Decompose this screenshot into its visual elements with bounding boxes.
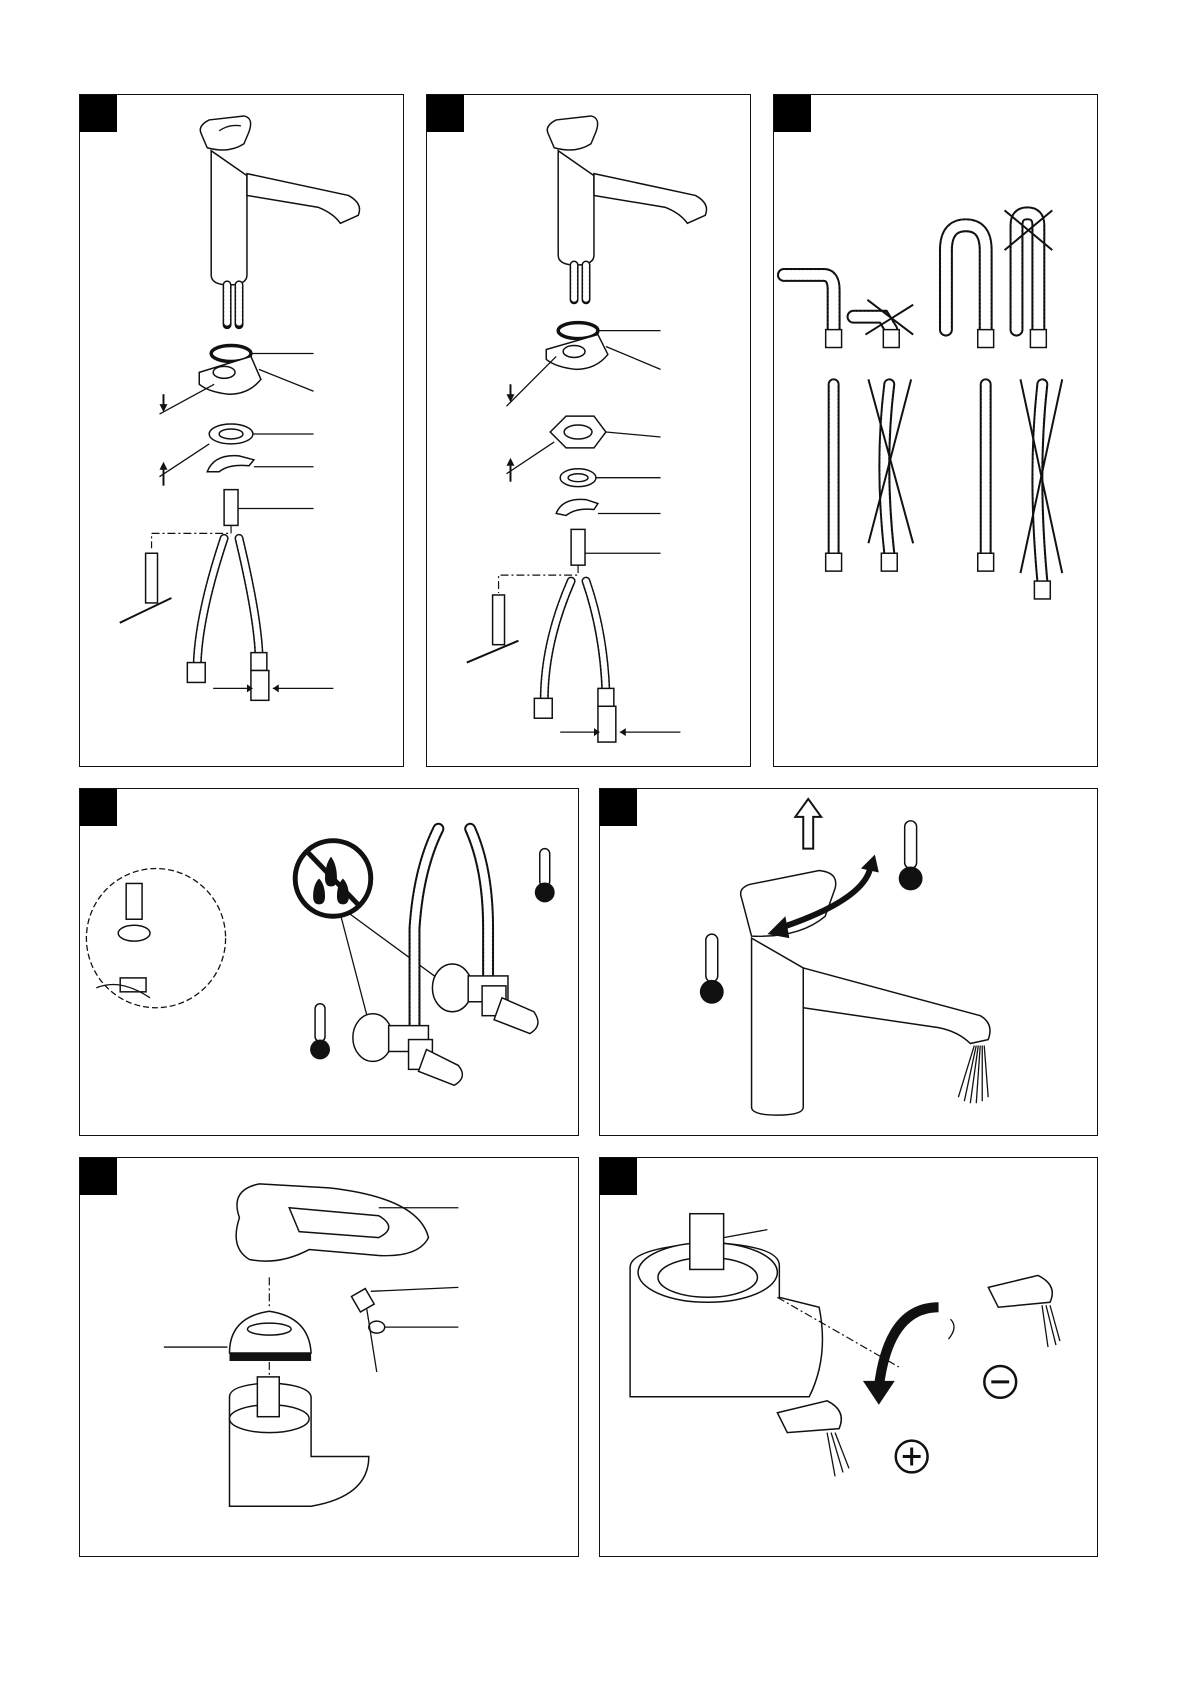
- panel-supply-connection: [79, 788, 579, 1136]
- supply-connection-drawing: [80, 789, 578, 1135]
- minus-icon: [984, 1366, 1016, 1398]
- panel-exploded-view-2: [426, 94, 751, 767]
- panel-lever-removal: [79, 1157, 579, 1557]
- thermometer-icon: [899, 821, 923, 891]
- panel-hose-guidance: [773, 94, 1098, 767]
- thermometer-icon: [700, 934, 724, 1004]
- thermometer-icon: [310, 1004, 330, 1060]
- thermometer-icon: [535, 849, 555, 903]
- exploded-view-2-drawing: [427, 95, 750, 766]
- exploded-view-1-drawing: [80, 95, 403, 766]
- panel-lever-operation: [599, 788, 1098, 1136]
- water-spray: [958, 1046, 988, 1104]
- hose-guidance-drawing: [774, 95, 1097, 766]
- panel-exploded-view-1: [79, 94, 404, 767]
- lever-removal-drawing: [80, 1158, 578, 1556]
- panel-temperature-limiter: [599, 1157, 1098, 1557]
- lever-operation-drawing: [600, 789, 1097, 1135]
- no-water-icon: [295, 841, 371, 917]
- arrow-up-icon: [795, 799, 821, 849]
- temperature-limiter-drawing: [600, 1158, 1097, 1556]
- plus-icon: [896, 1441, 928, 1473]
